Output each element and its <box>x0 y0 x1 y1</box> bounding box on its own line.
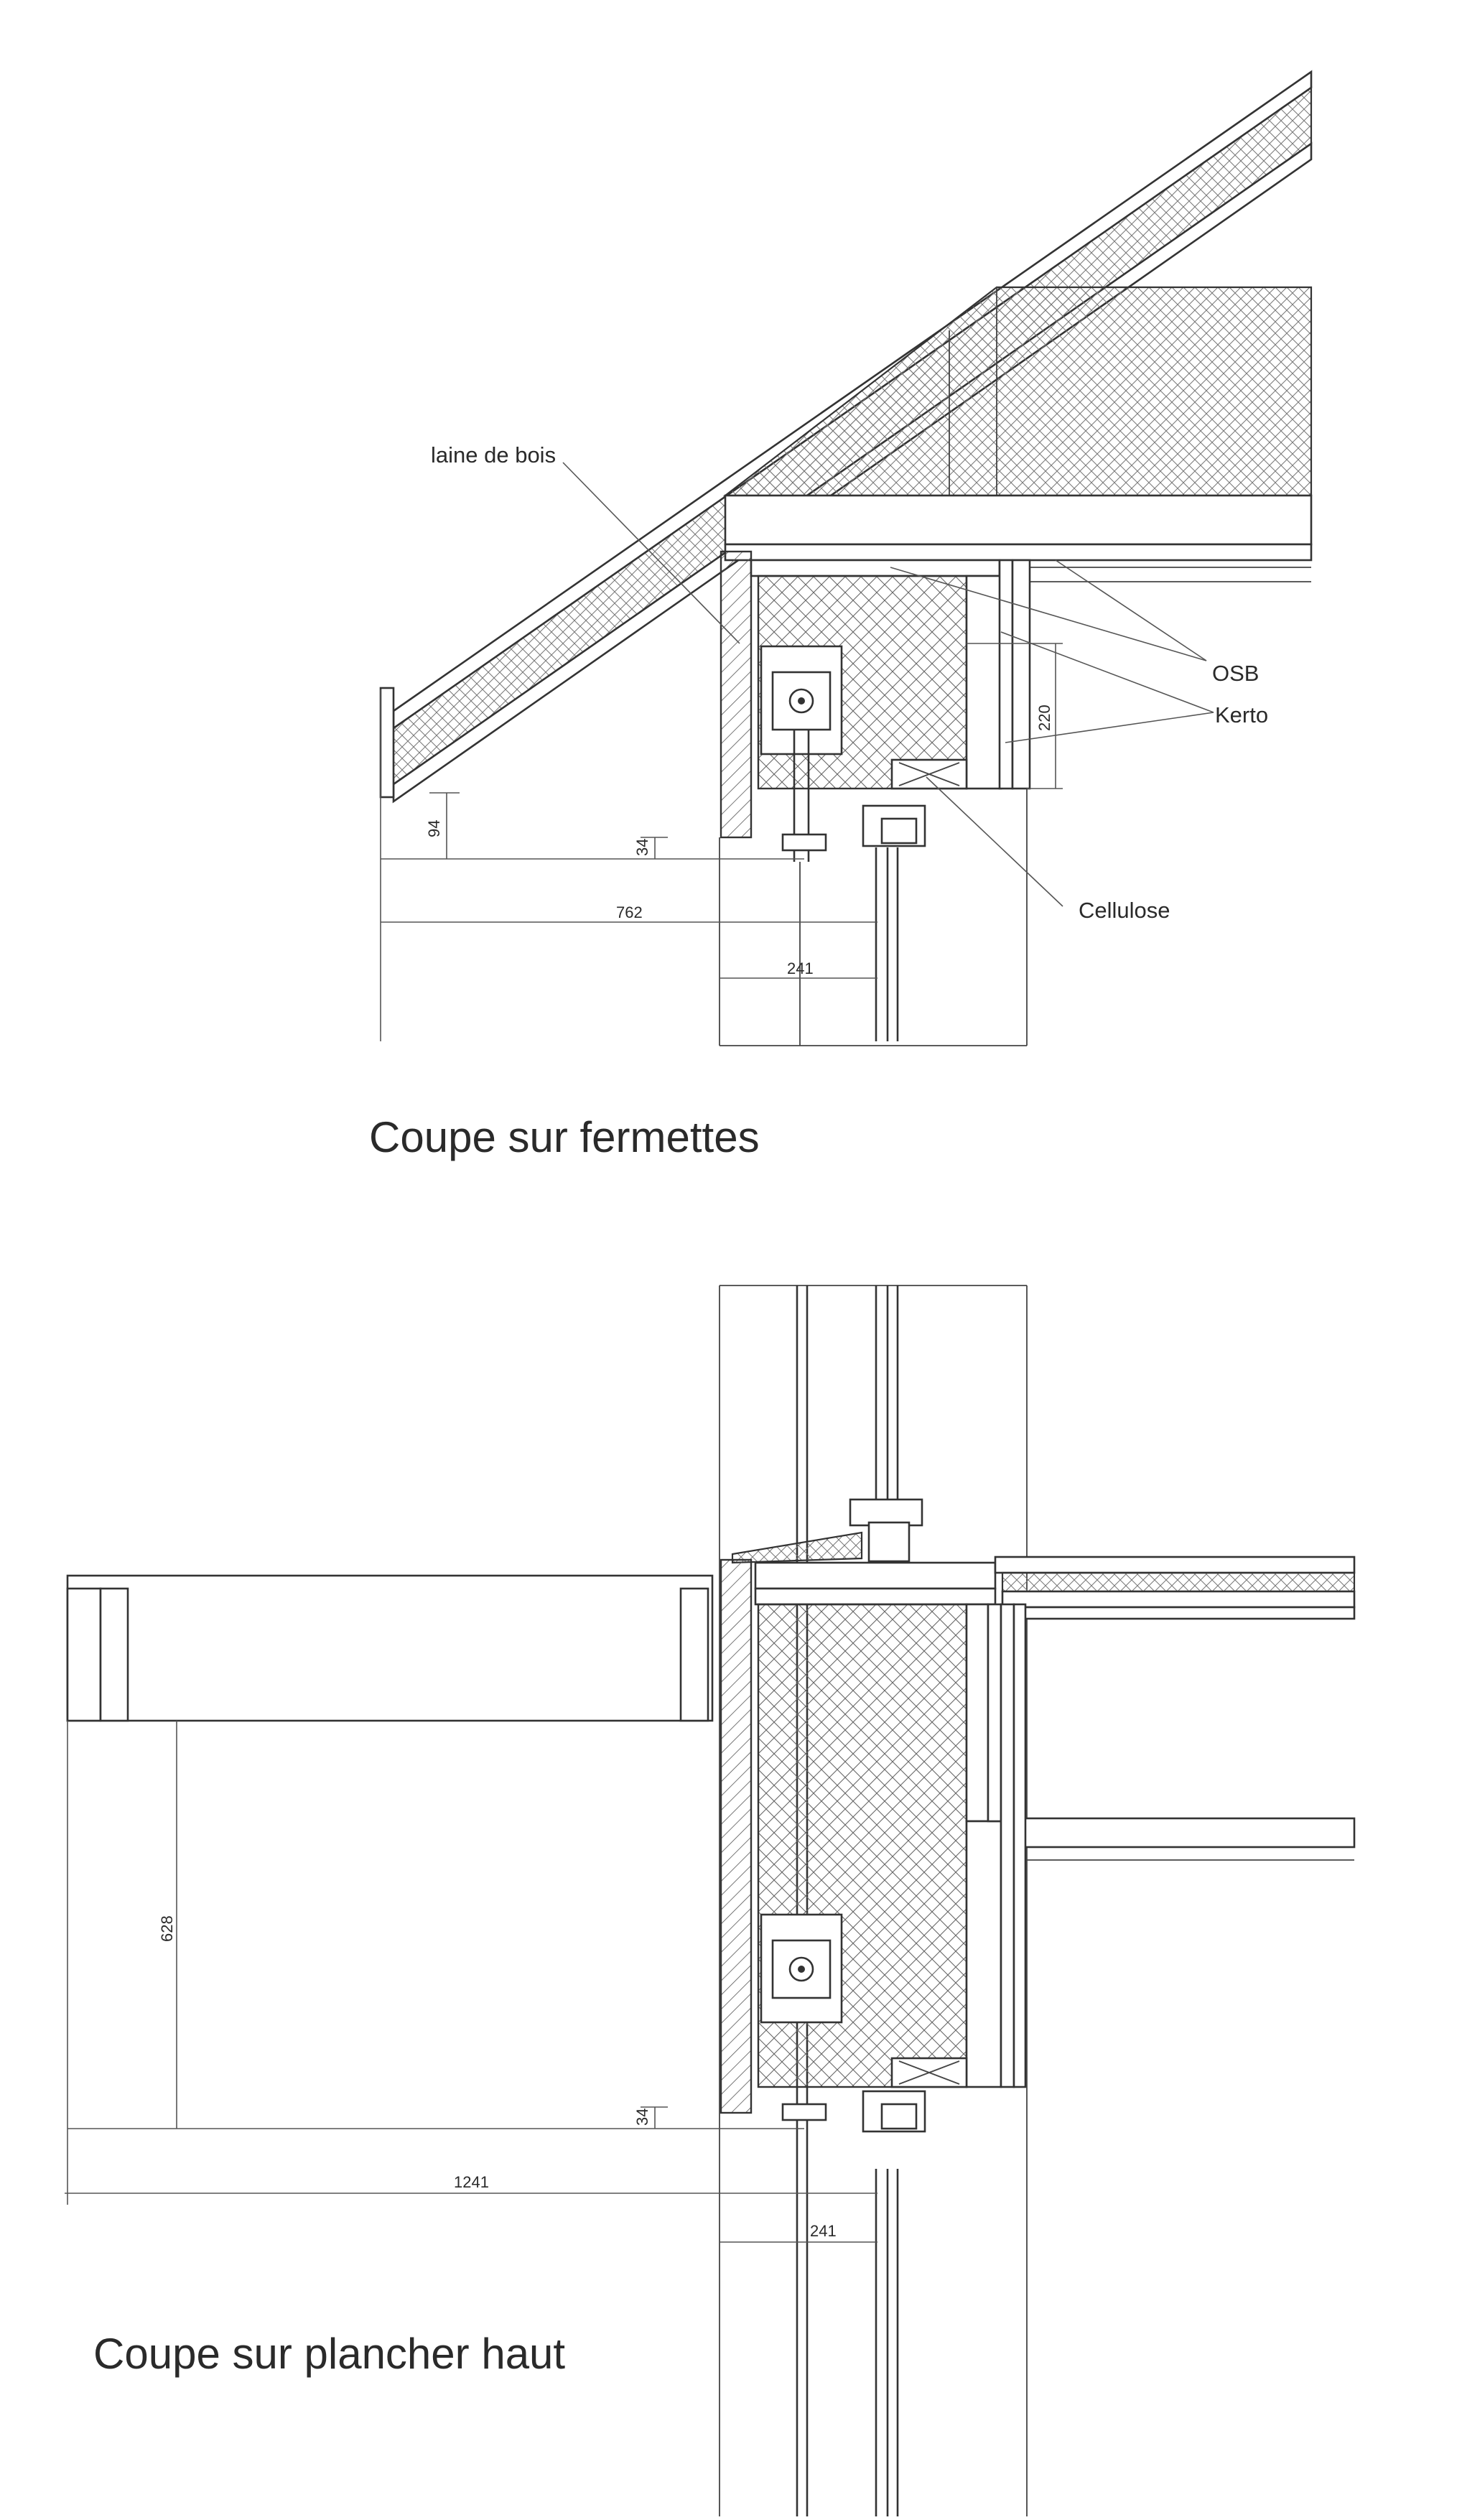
dim-241-b: 241 <box>810 2222 837 2240</box>
dimension-lines <box>380 643 1063 1041</box>
dimension-lines-2 <box>65 1721 877 2243</box>
ceiling-band <box>724 494 1313 582</box>
upper-frame-profile <box>849 1498 923 1563</box>
label-laine-de-bois: laine de bois <box>431 442 556 468</box>
label-cellulose: Cellulose <box>1079 898 1170 923</box>
dim-628: 628 <box>158 1915 176 1942</box>
roof-insulation <box>722 286 1313 497</box>
section-fermettes: laine de bois OSB Kerto Cellulose 94 34 … <box>369 70 1313 1161</box>
leader-lines <box>562 462 1214 907</box>
exterior-cladding-2 <box>720 1558 753 2114</box>
lower-frame-profile <box>781 2090 926 2133</box>
overhang-slab <box>66 1574 714 1722</box>
floor-band <box>754 1556 1356 1861</box>
dim-220: 220 <box>1035 705 1053 731</box>
exterior-cladding <box>720 550 753 839</box>
section-plancher-haut: 628 34 1241 241 Coupe sur plancher haut <box>65 1285 1356 2516</box>
dim-241: 241 <box>787 959 814 977</box>
roller-box-2 <box>760 1913 843 2024</box>
dim-94: 94 <box>425 820 443 837</box>
dim-34: 34 <box>633 839 651 856</box>
section-title-plancher-haut: Coupe sur plancher haut <box>93 2330 565 2378</box>
dim-1241: 1241 <box>454 2173 489 2191</box>
window-frame <box>781 804 926 1041</box>
section-outline <box>719 789 1028 1046</box>
label-kerto: Kerto <box>1215 702 1268 727</box>
label-osb: OSB <box>1212 661 1259 686</box>
dim-34-b: 34 <box>633 2108 651 2126</box>
section-title-fermettes: Coupe sur fermettes <box>369 1113 760 1161</box>
dim-762: 762 <box>616 903 643 921</box>
roller-box <box>760 645 843 862</box>
